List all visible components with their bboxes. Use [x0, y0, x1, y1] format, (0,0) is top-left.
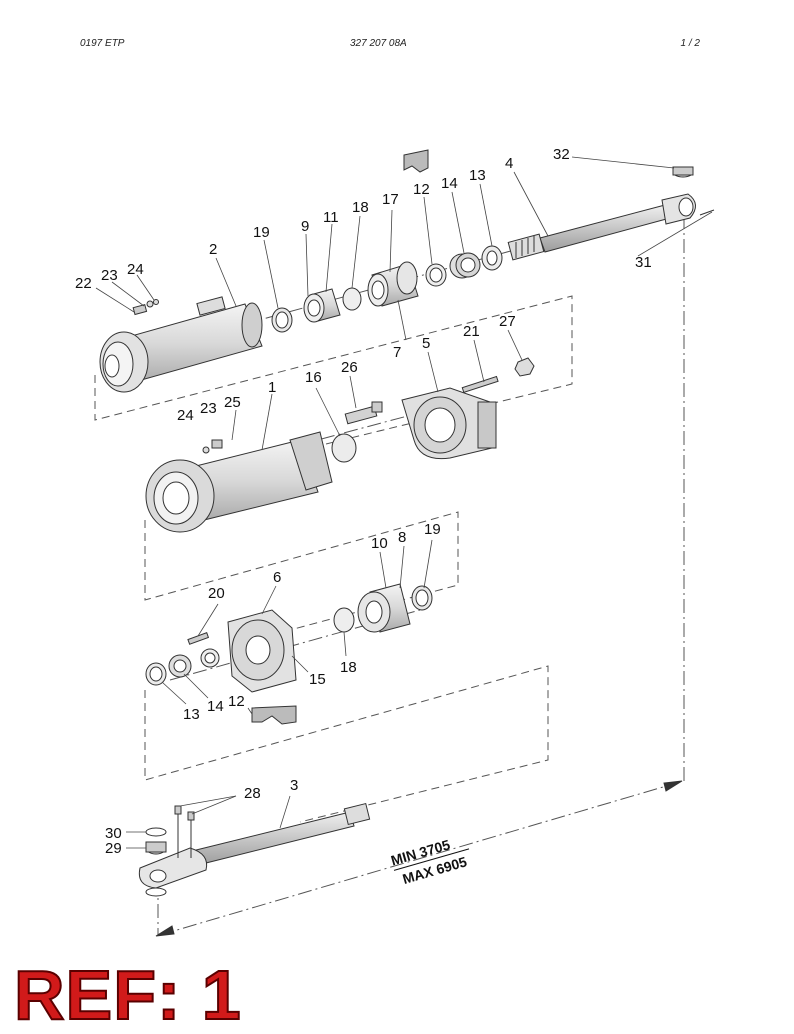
callout-6: 6	[273, 569, 281, 586]
part-18-disc-lower	[333, 607, 355, 633]
callout-10: 10	[371, 535, 388, 552]
header-doc-code: 0197 ETP	[80, 38, 125, 49]
part-11-bushing	[303, 288, 341, 323]
part-20-bolt	[187, 632, 210, 645]
part-3-lower-rod	[138, 802, 371, 889]
part-22-23-24-fittings-top	[132, 299, 159, 316]
part-12-wedge	[403, 149, 429, 173]
callout-18-lower: 18	[340, 659, 357, 676]
callout-32: 32	[553, 146, 570, 163]
assembly-outline-upper	[94, 295, 573, 483]
header-page-number: 1 / 2	[680, 38, 700, 49]
callout-1: 1	[268, 379, 276, 396]
part-1-cylinder-barrel	[145, 431, 333, 533]
callout-14: 14	[441, 175, 458, 192]
callout-23-mid: 23	[200, 400, 217, 417]
callout-11: 11	[323, 209, 339, 226]
callout-12-lower: 12	[228, 693, 245, 710]
callout-21: 21	[463, 323, 480, 340]
part-26-fitting	[344, 401, 383, 425]
callout-15: 15	[309, 671, 326, 688]
callout-14-lower: 14	[207, 698, 224, 715]
dimension-arrow-start	[155, 925, 175, 937]
callout-29: 29	[105, 840, 122, 857]
part-13-14-12-seals-lower	[145, 648, 220, 686]
part-28-screws	[174, 805, 195, 858]
callout-25: 25	[224, 394, 241, 411]
callout-13-lower: 13	[183, 706, 200, 723]
part-6-end-plate	[227, 609, 297, 693]
part-19-seal-lower	[411, 585, 433, 611]
callout-13: 13	[469, 167, 486, 184]
part-5-trunnion	[401, 387, 497, 460]
part-2-cylinder-tube	[99, 296, 263, 393]
callout-19-lower: 19	[424, 521, 441, 538]
callout-23: 23	[101, 267, 118, 284]
part-21-bolt	[461, 375, 499, 394]
callout-17: 17	[382, 191, 399, 208]
callout-20: 20	[208, 585, 225, 602]
part-27-nut	[514, 357, 535, 377]
callout-19: 19	[253, 224, 270, 241]
callout-16: 16	[305, 369, 322, 386]
callout-12: 12	[413, 181, 430, 198]
callout-31: 31	[635, 254, 652, 271]
part-14-packing	[449, 252, 481, 279]
callout-27: 27	[499, 313, 516, 330]
callout-26: 26	[341, 359, 358, 376]
callout-8: 8	[398, 529, 406, 546]
part-16-disc	[331, 433, 357, 463]
callout-22: 22	[75, 275, 92, 292]
part-32-rod-eye	[661, 166, 715, 225]
part-29-30-bushing-ring	[145, 827, 167, 897]
part-10-piston	[357, 583, 411, 633]
part-4-rod	[507, 204, 671, 261]
callout-24: 24	[127, 261, 144, 278]
callout-18: 18	[352, 199, 369, 216]
callout-9: 9	[301, 218, 309, 235]
callout-28: 28	[244, 785, 261, 802]
dimension-arrow-end	[663, 780, 683, 792]
part-23-24-25-fittings-mid	[202, 439, 223, 454]
callout-2: 2	[209, 241, 217, 258]
center-line-middle	[204, 409, 431, 471]
dimension-line	[159, 781, 681, 936]
callout-30: 30	[105, 825, 122, 842]
part-19-seal	[271, 307, 293, 333]
callout-7: 7	[393, 344, 401, 361]
ref-label: REF: 1	[13, 956, 242, 1034]
callout-5: 5	[422, 335, 430, 352]
part-18-disc	[342, 287, 362, 311]
part-12-wedge-lower	[251, 705, 297, 725]
callout-3: 3	[290, 777, 298, 794]
header-part-number: 327 207 08A	[350, 38, 407, 49]
part-17-gland	[367, 261, 419, 307]
callout-4: 4	[505, 155, 513, 172]
assembly-outline-lower	[144, 665, 549, 823]
dimension-divider	[393, 848, 470, 871]
callout-24-mid: 24	[177, 407, 194, 424]
